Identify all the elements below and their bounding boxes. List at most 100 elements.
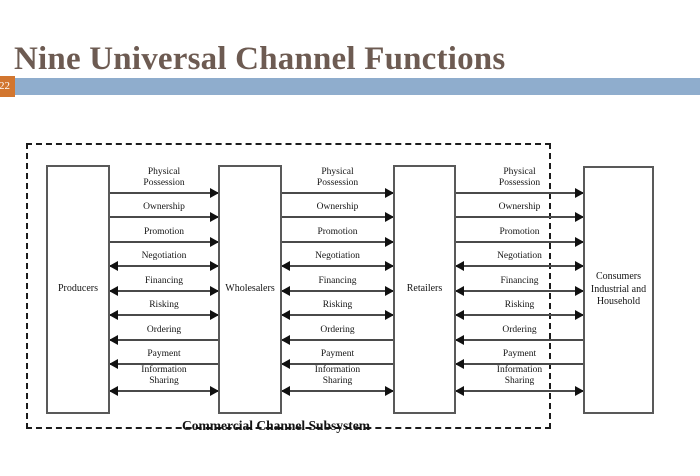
flow-line bbox=[455, 310, 584, 320]
arrow-right-icon bbox=[385, 212, 394, 222]
flow-line bbox=[281, 386, 394, 396]
arrow-right-icon bbox=[575, 386, 584, 396]
arrow-left-icon bbox=[109, 335, 118, 345]
slide-number-badge: 22 bbox=[0, 76, 15, 97]
arrow-right-icon bbox=[210, 386, 219, 396]
arrow-left-icon bbox=[281, 261, 290, 271]
arrow-right-icon bbox=[385, 386, 394, 396]
flow-label: Financing bbox=[500, 276, 539, 286]
flow-line bbox=[455, 286, 584, 296]
flow-label: Physical Possession bbox=[498, 167, 541, 188]
flow-label: Ordering bbox=[146, 325, 182, 335]
flow-label: Financing bbox=[145, 276, 183, 286]
arrow-right-icon bbox=[575, 212, 584, 222]
arrow-right-icon bbox=[575, 310, 584, 320]
flow-label: Physical Possession bbox=[143, 167, 185, 188]
flow-label: Information Sharing bbox=[496, 365, 543, 386]
arrow-left-icon bbox=[109, 386, 118, 396]
flow-line bbox=[455, 335, 583, 345]
arrow-left-icon bbox=[455, 310, 464, 320]
page-title: Nine Universal Channel Functions bbox=[14, 41, 506, 78]
arrow-left-icon bbox=[109, 261, 118, 271]
arrow-right-icon bbox=[385, 310, 394, 320]
header-accent-bar bbox=[15, 78, 700, 95]
flow-line bbox=[109, 261, 219, 271]
flow-line bbox=[281, 335, 393, 345]
arrow-left-icon bbox=[109, 310, 118, 320]
flow-label: Ordering bbox=[320, 325, 355, 335]
flow-label: Ordering bbox=[502, 325, 537, 335]
arrow-left-icon bbox=[455, 335, 464, 345]
flow-line bbox=[109, 386, 219, 396]
arrow-right-icon bbox=[385, 237, 394, 247]
arrow-left-icon bbox=[455, 286, 464, 296]
arrow-right-icon bbox=[575, 261, 584, 271]
flow-line bbox=[281, 359, 393, 369]
arrow-left-icon bbox=[281, 335, 290, 345]
arrow-left-icon bbox=[455, 359, 464, 369]
flow-label: Ownership bbox=[143, 202, 185, 212]
arrow-right-icon bbox=[210, 188, 219, 198]
flow-label: Ownership bbox=[498, 202, 541, 212]
flow-line bbox=[456, 212, 584, 222]
flow-line bbox=[281, 261, 394, 271]
arrow-left-icon bbox=[281, 386, 290, 396]
arrow-right-icon bbox=[385, 286, 394, 296]
flow-line bbox=[282, 237, 394, 247]
flow-label: Financing bbox=[318, 276, 357, 286]
arrow-right-icon bbox=[210, 237, 219, 247]
actor-box-wholesalers: Wholesalers bbox=[218, 165, 282, 414]
subsystem-caption: Commercial Channel Subsystem bbox=[181, 418, 370, 433]
flow-label: Promotion bbox=[317, 227, 358, 237]
arrow-left-icon bbox=[281, 359, 290, 369]
flow-label: Negotiation bbox=[141, 251, 187, 261]
flow-line bbox=[110, 212, 219, 222]
flow-label: Negotiation bbox=[315, 251, 360, 261]
arrow-right-icon bbox=[210, 286, 219, 296]
arrow-right-icon bbox=[575, 188, 584, 198]
flow-label: Information Sharing bbox=[314, 365, 361, 386]
arrow-left-icon bbox=[455, 386, 464, 396]
flow-line bbox=[109, 335, 218, 345]
flow-line bbox=[110, 237, 219, 247]
arrow-right-icon bbox=[385, 261, 394, 271]
arrow-right-icon bbox=[210, 212, 219, 222]
flow-label: Payment bbox=[147, 349, 181, 359]
flow-line bbox=[456, 237, 584, 247]
arrow-left-icon bbox=[109, 286, 118, 296]
flow-label: Information Sharing bbox=[141, 365, 187, 386]
arrow-right-icon bbox=[575, 237, 584, 247]
flow-line bbox=[455, 386, 584, 396]
flow-label: Negotiation bbox=[497, 251, 542, 261]
flow-label: Physical Possession bbox=[316, 167, 359, 188]
arrow-left-icon bbox=[281, 286, 290, 296]
flow-line bbox=[281, 310, 394, 320]
flow-line bbox=[109, 310, 219, 320]
flow-label: Risking bbox=[504, 300, 535, 310]
arrow-right-icon bbox=[385, 188, 394, 198]
flow-line bbox=[281, 286, 394, 296]
flow-line bbox=[109, 359, 218, 369]
channel-functions-diagram: Producers Wholesalers Retailers Consumer… bbox=[0, 100, 700, 476]
flow-label: Promotion bbox=[143, 227, 185, 237]
arrow-right-icon bbox=[575, 286, 584, 296]
flow-label: Ownership bbox=[316, 202, 359, 212]
flow-line bbox=[109, 286, 219, 296]
flow-line bbox=[282, 212, 394, 222]
arrow-left-icon bbox=[455, 261, 464, 271]
actor-box-retailers: Retailers bbox=[393, 165, 456, 414]
flow-label: Risking bbox=[149, 300, 179, 310]
actor-box-producers: Producers bbox=[46, 165, 110, 414]
flow-line bbox=[456, 188, 584, 198]
arrow-right-icon bbox=[210, 261, 219, 271]
flow-label: Payment bbox=[502, 349, 537, 359]
flow-label: Risking bbox=[322, 300, 353, 310]
flow-line bbox=[455, 359, 583, 369]
arrow-left-icon bbox=[109, 359, 118, 369]
flow-line bbox=[455, 261, 584, 271]
flow-line bbox=[110, 188, 219, 198]
flow-label: Promotion bbox=[499, 227, 540, 237]
